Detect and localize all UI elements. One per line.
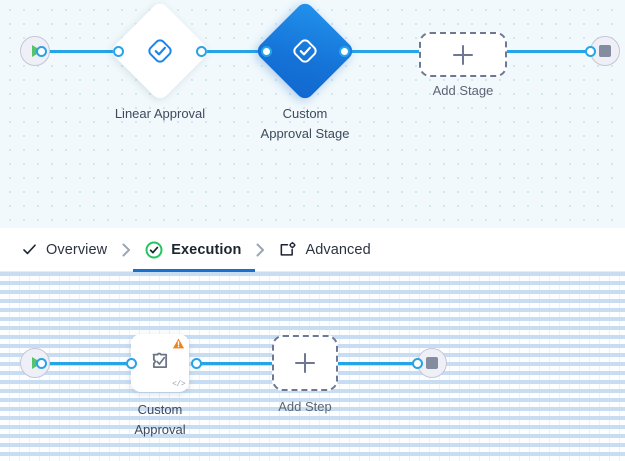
stage-node-custom-approval-stage[interactable] <box>254 0 356 102</box>
step-node-custom-approval[interactable]: </> <box>131 334 189 392</box>
chevron-right-icon <box>256 243 265 256</box>
step-start-output-port[interactable] <box>36 358 47 369</box>
approval-diamond-icon <box>145 36 175 66</box>
tab-overview-label: Overview <box>46 241 108 258</box>
add-stage-label: Add Stage <box>432 83 494 98</box>
window-gear-icon <box>279 241 297 259</box>
tab-advanced-label: Advanced <box>305 241 371 258</box>
step-end-input-port[interactable] <box>412 358 423 369</box>
edge-custom-to-add-stage <box>344 50 420 53</box>
plus-icon <box>295 353 315 373</box>
tab-execution-label: Execution <box>171 241 242 258</box>
edge-custom-approval-to-add-step <box>196 362 273 365</box>
tab-execution[interactable]: Execution <box>133 228 256 272</box>
custom-approval-step-input-port[interactable] <box>126 358 137 369</box>
approval-diamond-icon <box>290 36 320 66</box>
linear-approval-input-port[interactable] <box>113 46 124 57</box>
stop-icon <box>426 357 438 369</box>
code-badge-icon: </> <box>172 380 185 389</box>
tab-advanced[interactable]: Advanced <box>275 228 374 272</box>
chevron-right-icon <box>122 243 131 256</box>
add-stage-button[interactable] <box>419 32 507 77</box>
edge-start-to-custom-approval <box>41 362 133 365</box>
warning-triangle-icon <box>172 337 185 350</box>
stage-node-linear-approval[interactable] <box>109 0 211 102</box>
tab-separator-2 <box>245 242 275 258</box>
check-circle-icon <box>145 241 163 259</box>
edge-add-step-to-end <box>337 362 422 365</box>
step-flow-canvas[interactable]: </> Custom Approval Add Step <box>0 272 625 461</box>
tab-overview[interactable]: Overview <box>16 228 111 272</box>
tab-separator-1 <box>111 242 141 258</box>
stage-end-input-port[interactable] <box>585 46 596 57</box>
custom-approval-stage-input-port[interactable] <box>261 46 272 57</box>
edge-linear-to-custom-approval <box>201 50 266 53</box>
workflow-tabs: Overview Execution <box>0 228 625 272</box>
stop-icon <box>599 45 611 57</box>
add-step-label: Add Step <box>278 399 332 414</box>
script-approval-icon <box>146 347 174 380</box>
custom-approval-stage-output-port[interactable] <box>339 46 350 57</box>
add-step-button[interactable] <box>272 335 338 391</box>
edge-add-stage-to-end <box>505 50 596 53</box>
step-node-label-custom-approval: Custom Approval <box>134 402 186 437</box>
linear-approval-output-port[interactable] <box>196 46 207 57</box>
stage-node-label-custom-approval-stage: Custom Approval Stage <box>260 106 350 141</box>
custom-approval-step-output-port[interactable] <box>191 358 202 369</box>
stage-node-label-linear-approval: Linear Approval <box>114 106 206 121</box>
check-icon <box>20 241 38 259</box>
edge-start-to-linear-approval <box>41 50 118 53</box>
plus-icon <box>453 44 473 65</box>
stage-start-output-port[interactable] <box>36 46 47 57</box>
stage-flow-canvas[interactable]: Linear Approval Custom Approval Stage Ad… <box>0 0 625 228</box>
